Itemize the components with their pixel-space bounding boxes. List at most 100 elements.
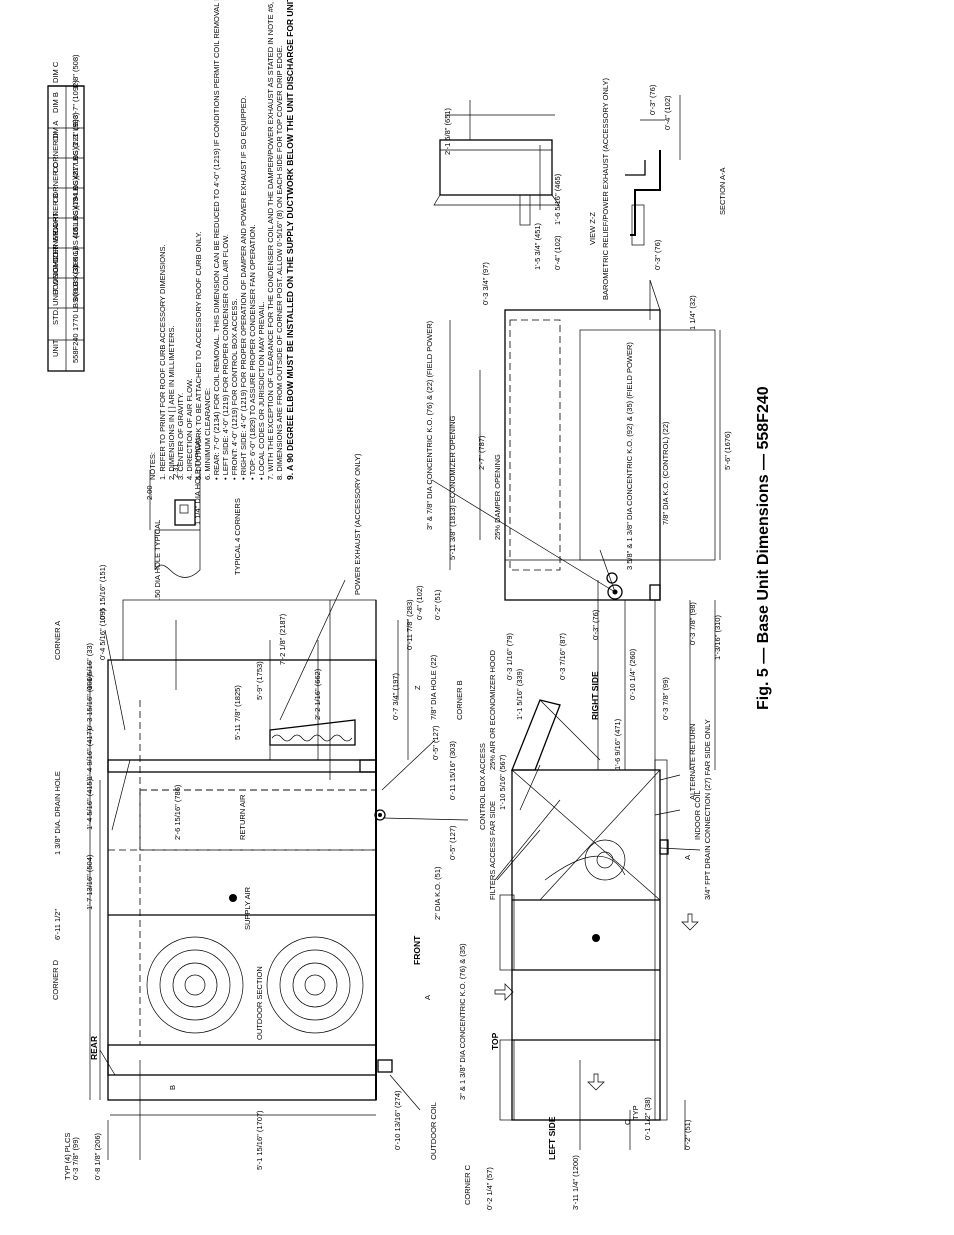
label-dim-165: 1'-6 5/16" (465) <box>553 173 562 225</box>
label-dim-0378b: 0'-3 7/16" (87) <box>558 632 567 680</box>
label-dim-0734: 0'-7 3/4" (197) <box>391 672 400 720</box>
label-dim-01014: 0'-10 1/4" (260) <box>628 648 637 700</box>
typical-corner-detail <box>149 470 201 578</box>
label-dim-11316: 1'-3/16" (310) <box>713 615 722 660</box>
label-dim-0315: 0'-3 15/16" (100) <box>85 674 94 730</box>
label-z: Z <box>413 685 422 690</box>
right-side-outline <box>504 309 661 601</box>
label-dim-03: 0'-3" (76) <box>653 239 662 270</box>
label-dim-041: 0'-4 5/16" (109) <box>98 608 107 660</box>
note-6-top: • TOP: 6'-0" (1829) TO ASSURE PROPER CON… <box>248 224 257 480</box>
label-ko-358: 3 5/8" & 1 3/8" DIA CONCENTRIC K.O. (92)… <box>625 342 634 570</box>
label-alternate-return: ALTERNATE RETURN <box>688 724 697 800</box>
label-supply-air: SUPPLY AIR <box>243 886 252 930</box>
label-dim-01013: 0'-10 13/16" (274) <box>393 1090 402 1150</box>
label-dim-0515: 0'-5 15/16" (151) <box>98 564 107 620</box>
label-economizer-hood: 25% AIR OR ECONOMIZER HOOD <box>488 649 497 770</box>
label-dim-311: 3'-11 1/4" (1200) <box>571 1155 580 1210</box>
label-dim-6112: 6'-11 1/2" <box>53 909 62 940</box>
th-corner-a: CORNER A <box>51 224 60 263</box>
table-data-row: 558F240 1770 LBS (803 KG) 80 LBS (36 KG)… <box>71 54 80 363</box>
label-dia-hole-78: 7/8" DIA HOLE (22) <box>429 654 438 720</box>
note-6: 6. MINIMUM CLEARANCE: <box>203 388 212 480</box>
label-dim-034: 0'-3 3/4" (97) <box>481 262 490 305</box>
label-left-side: LEFT SIDE <box>547 1116 557 1160</box>
label-corner-b: CORNER B <box>455 680 464 720</box>
label-top: TOP <box>490 1032 500 1050</box>
label-dim-0-4: 0'-4" (102) <box>415 585 424 620</box>
td-unit: 558F240 <box>71 333 80 363</box>
th-dim-b: DIM B <box>51 92 60 113</box>
label-dim-0-2: 0'-2" (51) <box>433 589 442 620</box>
label-damper-opening: 25% DAMPER OPENING <box>493 454 502 540</box>
label-ko-78-control: 7/8" DIA K.O. (CONTROL) (22) <box>661 421 670 525</box>
label-outdoor-coil: OUTDOOR COIL <box>429 1102 438 1160</box>
blower-wheel <box>584 839 626 881</box>
label-dim-0214: 0'-2 1/4" (57) <box>485 1167 494 1210</box>
note-6-local: • LOCAL CODES OR JURISDICTION MAY PREVAI… <box>257 301 266 480</box>
label-dim-5117: 5'-11 7/8" (1825) <box>233 685 242 740</box>
th-corner-b: CORNER B <box>51 193 60 233</box>
td-dim-a: 3'-3" (998) <box>71 112 80 147</box>
th-economizer: ECONOMIZER WEIGHT <box>51 212 60 295</box>
label-dim-1458: 1'-4 5/16" (415) <box>85 778 94 830</box>
left-rail <box>107 1044 377 1076</box>
mid-rail <box>107 759 377 773</box>
text-layer: UNIT STD. UNIT WEIGHT ECONOMIZER WEIGHT … <box>51 0 772 1210</box>
label-dim-05b: 0'-5" (127) <box>448 825 457 860</box>
label-a-top: A <box>423 995 432 1000</box>
label-dia-ko: 2" DIA K.O. (51) <box>433 866 442 920</box>
label-231: 2.31 <box>171 463 180 478</box>
concentric-ko-field-power <box>607 584 623 600</box>
top-view <box>89 599 469 1160</box>
label-dim-56: 5'-6" (1676) <box>723 431 732 470</box>
label-dim-59: 5'-9" (1753) <box>255 661 264 700</box>
section-aa <box>625 95 681 320</box>
condenser-fan-1 <box>146 936 244 1034</box>
note-1: 1. REFER TO PRINT FOR ROOF CURB ACCESSOR… <box>158 244 167 480</box>
view-zz <box>433 100 560 226</box>
td-corner-a: 399 LBS (181 KG) <box>71 207 80 269</box>
label-dim-typ-02: 0'-2" (51) <box>683 1119 692 1150</box>
label-a-front: A <box>683 855 692 860</box>
label-dim-03b: 0'-3" (76) <box>648 84 657 115</box>
condenser-fan-2 <box>266 936 364 1034</box>
label-dim-0378d: 0'-3 7/8" (98) <box>688 602 697 645</box>
label-front: FRONT <box>412 935 422 965</box>
label-corner-d: CORNER D <box>51 959 60 1000</box>
label-corner-a: CORNER A <box>53 621 62 660</box>
label-c-front: C <box>623 1119 632 1125</box>
label-typical-corners: TYPICAL 4 CORNERS <box>233 498 242 575</box>
label-dim-1516: 0'-1 5/16" (33) <box>85 642 94 690</box>
label-dim-1713: 1'-7 13/16" (504) <box>85 854 94 910</box>
label-dim-05: 0'-5" (127) <box>431 725 440 760</box>
label-dim-0378c: 0'-3 7/8" (99) <box>661 677 670 720</box>
td-corner-c: 479 LBS (217 KG) <box>71 147 80 209</box>
label-dim-03c: 0'-3" (76) <box>591 609 600 640</box>
label-dim-153: 1'-5 3/4" (451) <box>533 222 542 270</box>
label-dim-1496: 1'-4 9/16" (417) <box>85 728 94 780</box>
label-dim-01178: 0'-11 7/8" (283) <box>405 599 414 650</box>
label-dim-2615: 2'-6 15/16" (786) <box>173 784 182 840</box>
label-dim-04b: 0'-4" (102) <box>663 95 672 130</box>
center-of-gravity-icon <box>229 894 237 902</box>
label-rear: REAR <box>89 1036 99 1060</box>
label-view-zz: VIEW Z-Z <box>588 212 597 245</box>
label-dim-04: 0'-4" (102) <box>553 235 562 270</box>
label-ko-3-78: 3" & 7/8" DIA CONCENTRIC K.O. (76) & (22… <box>425 320 434 530</box>
td-dim-b: 3'-7" (1092) <box>71 80 80 119</box>
label-control-box: CONTROL BOX ACCESS <box>478 743 487 830</box>
td-std-weight: 1770 LBS (803 KG) <box>71 265 80 331</box>
label-dim-2216: 2'-2 1/16" (662) <box>313 668 322 720</box>
th-dim-c: DIM C <box>51 61 60 83</box>
label-dim-01015: 0'-11 15/16" (303) <box>448 741 457 800</box>
note-9: 9. A 90 DEGREE ELBOW MUST BE INSTALLED O… <box>285 0 295 480</box>
th-corner-d: CORNER D <box>51 132 60 173</box>
label-indoor-coil: INDOOR COIL <box>693 790 702 840</box>
label-typ-4: TYP (4) PLCS <box>63 1133 72 1180</box>
note-8: 8. DIMENSIONS ARE FROM OUTSIDE OF CORNER… <box>275 45 284 480</box>
th-dim-a: DIM A <box>51 121 60 141</box>
front-outline <box>511 769 661 1121</box>
label-typ: TYP <box>631 1105 640 1120</box>
